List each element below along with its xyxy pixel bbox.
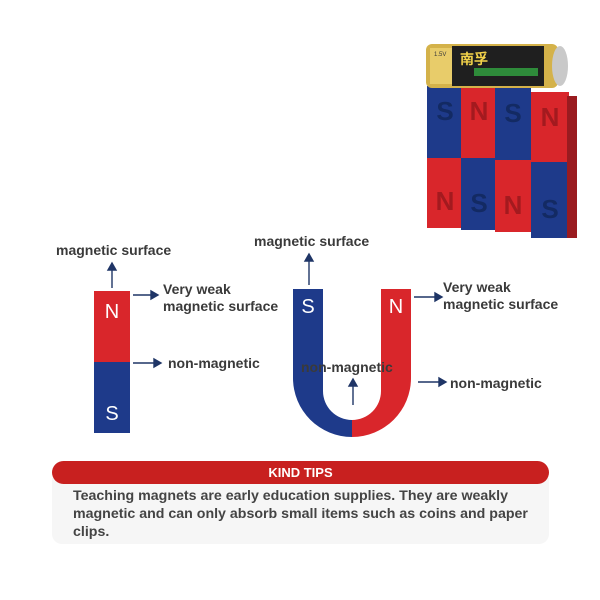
u-label-magnetic-surface: magnetic surface — [254, 233, 370, 249]
u-magnet-left-arm — [293, 289, 352, 437]
bar-label-non-magnetic: non-magnetic — [168, 355, 260, 371]
battery-green-band — [474, 68, 538, 76]
magnet-letter-3: S — [504, 98, 521, 128]
arrow-bar-up-head — [106, 261, 118, 271]
tips-text: Teaching magnets are early education sup… — [73, 488, 528, 540]
u-magnet-right-arm — [352, 289, 411, 437]
magnet-stack: S N S N N S N S — [427, 86, 577, 238]
battery-label — [452, 46, 544, 86]
arrow-u-right-head — [438, 376, 448, 388]
arrow-bar-mid-head — [153, 357, 163, 369]
bar-label-very-weak: Very weak magnetic surface — [163, 281, 279, 314]
battery-cap-left — [430, 48, 452, 84]
magnet-4-bottom — [531, 162, 569, 238]
magnet-3-top — [495, 88, 531, 160]
bar-pole-n: N — [105, 301, 119, 323]
magnet-1-top — [427, 86, 463, 158]
magnet-4-top — [531, 92, 569, 162]
u-label-very-weak: Very weak magnetic surface — [443, 279, 559, 312]
bar-label-magnetic-surface: magnetic surface — [56, 242, 172, 258]
magnet-letter-5: N — [436, 186, 455, 216]
magnet-2-bottom — [461, 158, 497, 230]
magnet-1-bottom — [427, 158, 463, 228]
tips-title: KIND TIPS — [52, 461, 549, 484]
magnet-2-top — [461, 88, 497, 158]
bar-magnet-north — [94, 291, 130, 362]
bar-pole-s: S — [105, 403, 118, 425]
magnet-letter-8: S — [541, 194, 558, 224]
magnet-letter-7: N — [504, 190, 523, 220]
u-pole-s: S — [301, 296, 314, 318]
bar-magnet-south — [94, 362, 130, 433]
arrows — [106, 252, 448, 405]
arrow-u-up-head — [303, 252, 315, 262]
magnet-letter-4: N — [541, 102, 560, 132]
magnet-letter-6: S — [470, 188, 487, 218]
battery-terminal — [552, 46, 568, 86]
u-label-non-magnetic-inner: non-magnetic — [301, 359, 393, 375]
tips-box — [52, 478, 549, 544]
magnet-letter-2: N — [470, 96, 489, 126]
arrow-bar-side-head — [150, 289, 160, 301]
u-label-non-magnetic-right: non-magnetic — [450, 375, 542, 391]
magnet-side-shade — [567, 96, 577, 238]
u-pole-n: N — [389, 296, 403, 318]
arrow-u-inner-head — [347, 377, 359, 387]
magnet-3-bottom — [495, 160, 531, 232]
battery-voltage: 1.5V — [434, 52, 446, 58]
battery-brand: 南孚 — [460, 51, 488, 68]
arrow-u-side-head — [434, 291, 444, 303]
battery: 1.5V 南孚 — [426, 44, 568, 88]
magnet-letter-1: S — [436, 96, 453, 126]
